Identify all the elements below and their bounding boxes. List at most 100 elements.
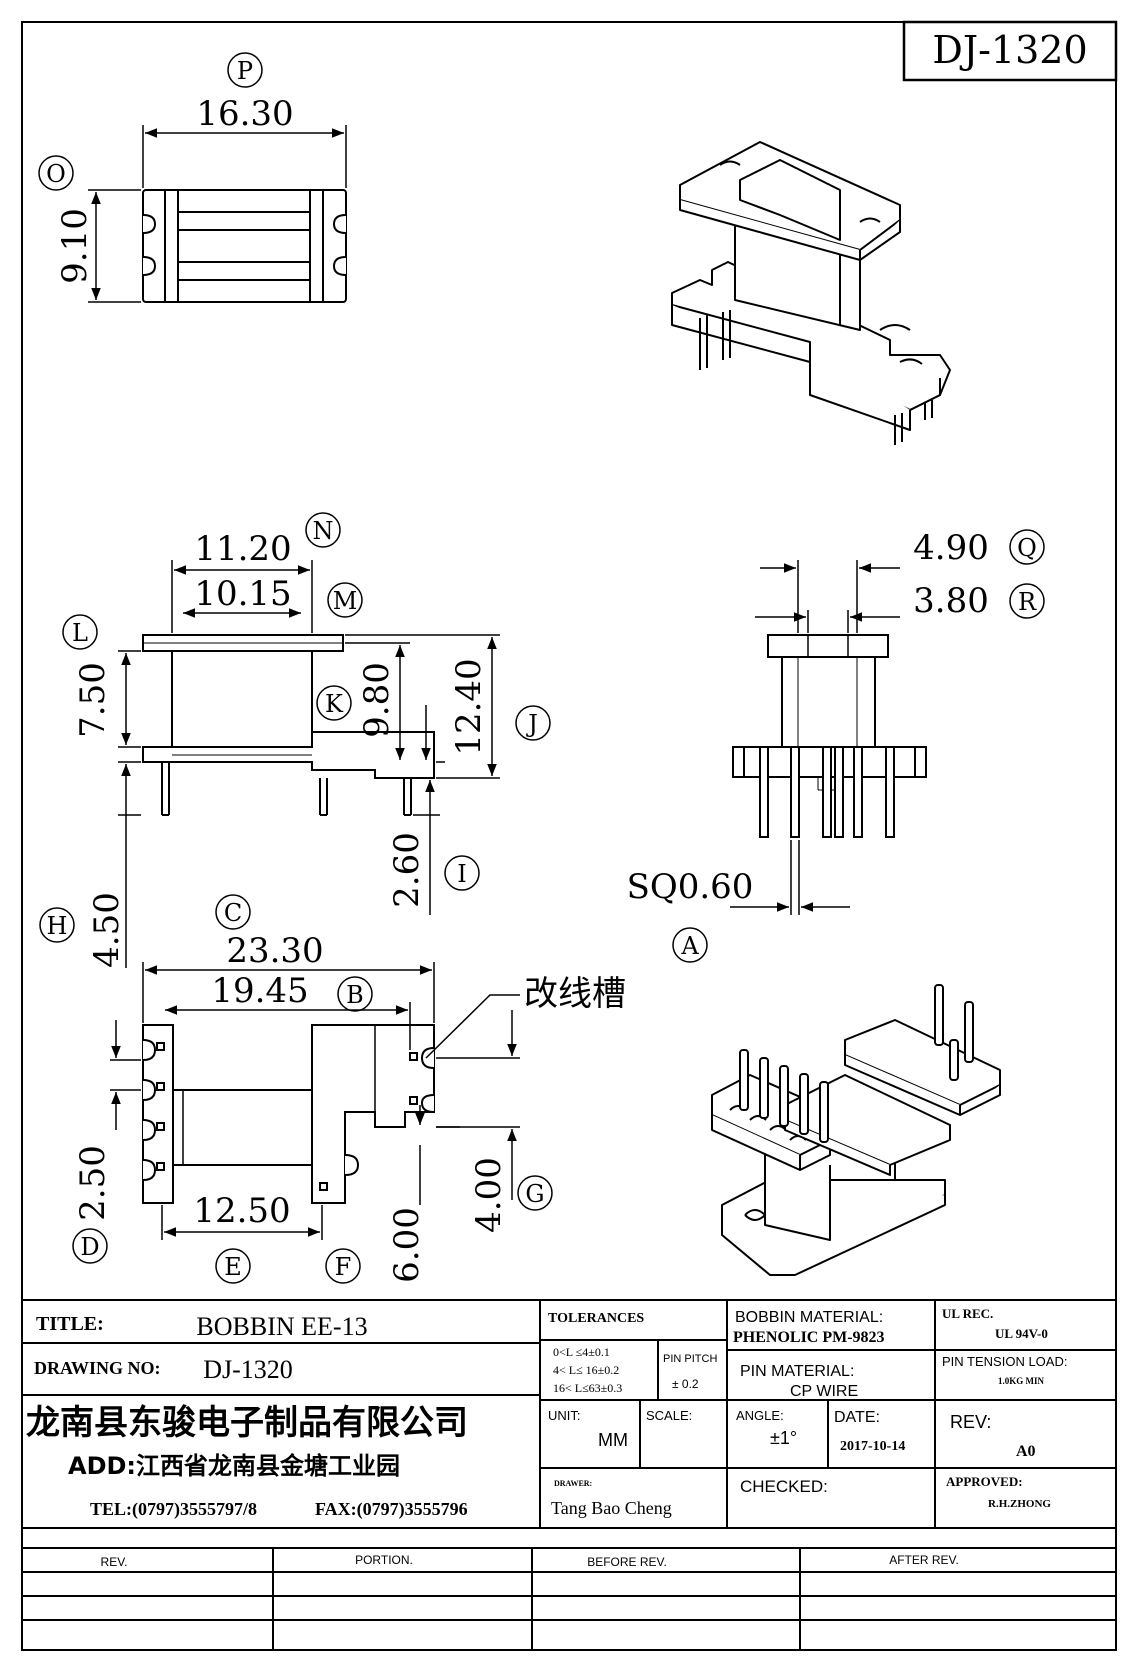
circle-i — [444, 855, 480, 891]
circle-k — [316, 685, 352, 721]
circle-m-label: M — [333, 587, 358, 615]
angle-label: ANGLE: — [736, 1408, 784, 1423]
dimension-p — [142, 125, 347, 188]
date-value: 2017-10-14 — [840, 1439, 905, 1454]
bottom-view — [142, 1024, 435, 1204]
circle-d — [72, 1228, 108, 1264]
circle-c-label: C — [224, 899, 242, 927]
front-view — [142, 634, 435, 816]
top-view — [142, 189, 347, 303]
circle-o — [38, 155, 74, 191]
circle-b — [337, 976, 373, 1012]
angle-value: ±1° — [770, 1428, 797, 1448]
dim-r-value: 3.80 — [913, 581, 989, 621]
circle-h-label: H — [47, 912, 68, 940]
dim-c-value: 23.30 — [226, 931, 323, 971]
circle-l — [62, 614, 98, 650]
company-fax: FAX:(0797)3555796 — [315, 1499, 468, 1520]
dim-n-value: 11.20 — [194, 529, 291, 569]
rev-table-header-before: BEFORE REV. — [587, 1555, 667, 1569]
circle-j — [515, 705, 551, 741]
ul-value: UL 94V-0 — [995, 1326, 1048, 1341]
circle-l-label: L — [72, 619, 88, 647]
bobbin-material-label: BOBBIN MATERIAL: — [735, 1309, 883, 1326]
company-address: ADD:江西省龙南县金塘工业园 — [68, 1452, 400, 1480]
circle-q-label: Q — [1017, 534, 1037, 562]
tolerances-label: TOLERANCES — [548, 1311, 644, 1326]
scale-label: SCALE: — [646, 1408, 692, 1423]
isometric-view-top — [671, 141, 951, 445]
dim-f-value: 6.00 — [387, 1207, 427, 1283]
dim-q-value: 4.90 — [913, 528, 989, 568]
bobbin-material-value: PHENOLIC PM-9823 — [733, 1329, 885, 1346]
approved-value: R.H.ZHONG — [988, 1498, 1051, 1510]
circle-c — [215, 894, 251, 930]
side-view — [732, 634, 927, 838]
circle-a-label: A — [680, 932, 699, 960]
drawing-number-text: DJ-1320 — [932, 28, 1087, 72]
title-value: BOBBIN EE-13 — [196, 1312, 367, 1341]
circle-f — [325, 1248, 361, 1284]
drawer-value: Tang Bao Cheng — [551, 1498, 672, 1518]
drawing-number-box: DJ-1320 — [902, 20, 1118, 82]
rev-table-header-rev: REV. — [101, 1555, 128, 1569]
circle-n-label: N — [313, 517, 334, 545]
ul-label: UL REC. — [942, 1306, 993, 1321]
circle-f-label: F — [335, 1253, 352, 1281]
dim-b-value: 19.45 — [211, 971, 308, 1011]
circle-p — [227, 52, 263, 88]
rev-table-header-after: AFTER REV. — [889, 1553, 959, 1567]
dim-m-value: 10.15 — [194, 574, 291, 614]
circle-g — [517, 1175, 553, 1211]
title-block-grid — [22, 1299, 1116, 1650]
company-name: 龙南县东骏电子制品有限公司 — [26, 1403, 468, 1443]
circle-h — [39, 907, 75, 943]
title-label: TITLE: — [36, 1313, 104, 1335]
dim-o-value: 9.10 — [55, 208, 95, 284]
pin-material-value: CP WIRE — [790, 1383, 858, 1400]
circle-n — [305, 512, 341, 548]
rev-table-header-portion: PORTION. — [355, 1553, 413, 1567]
front-view-dimensions — [118, 560, 500, 968]
circle-e — [215, 1248, 251, 1284]
pin-tension-value: 1.0KG MIN — [998, 1376, 1044, 1386]
dim-p-value: 16.30 — [196, 94, 293, 134]
dim-j-value: 12.40 — [449, 658, 489, 755]
side-view-dimensions — [730, 560, 900, 915]
tolerance-2: 4< L≤ 16±0.2 — [553, 1363, 619, 1377]
circle-d-label: D — [80, 1233, 99, 1261]
circle-q — [1009, 529, 1045, 565]
dim-k-value: 9.80 — [357, 662, 397, 738]
drawing-no-value: DJ-1320 — [203, 1355, 293, 1384]
date-label: DATE: — [834, 1409, 880, 1426]
approved-label: APPROVED: — [946, 1474, 1023, 1489]
dim-a-value: SQ0.60 — [627, 867, 754, 907]
isometric-view-bottom — [711, 984, 1001, 1276]
pin-pitch-label: PIN PITCH — [663, 1353, 717, 1365]
tolerance-3: 16< L≤63±0.3 — [553, 1381, 622, 1395]
circle-k-label: K — [325, 690, 344, 718]
dim-l-value: 7.50 — [73, 662, 113, 738]
dim-e-value: 12.50 — [193, 1191, 290, 1231]
checked-label: CHECKED: — [740, 1477, 828, 1496]
circle-i-label: I — [457, 860, 466, 888]
bottom-view-dimensions — [110, 962, 520, 1240]
pin-pitch-value: ± 0.2 — [672, 1377, 699, 1391]
dim-h-value: 4.50 — [87, 892, 127, 968]
circle-b-label: B — [346, 981, 364, 1009]
circle-p-label: P — [237, 57, 253, 85]
circle-m — [327, 582, 363, 618]
company-tel: TEL:(0797)3555797/8 — [90, 1499, 257, 1520]
pin-tension-label: PIN TENSION LOAD: — [942, 1354, 1067, 1369]
dimension-o — [88, 189, 141, 303]
unit-label: UNIT: — [548, 1408, 581, 1423]
drawing-no-label: DRAWING NO: — [34, 1358, 161, 1378]
dim-d-value: 2.50 — [73, 1145, 113, 1221]
circle-a — [672, 927, 708, 963]
dim-i-value: 2.60 — [387, 832, 427, 908]
pin-material-label: PIN MATERIAL: — [740, 1363, 854, 1380]
circle-r-label: R — [1018, 588, 1037, 616]
circle-j-label: J — [525, 710, 538, 738]
callout-text: 改线槽 — [524, 974, 626, 1014]
